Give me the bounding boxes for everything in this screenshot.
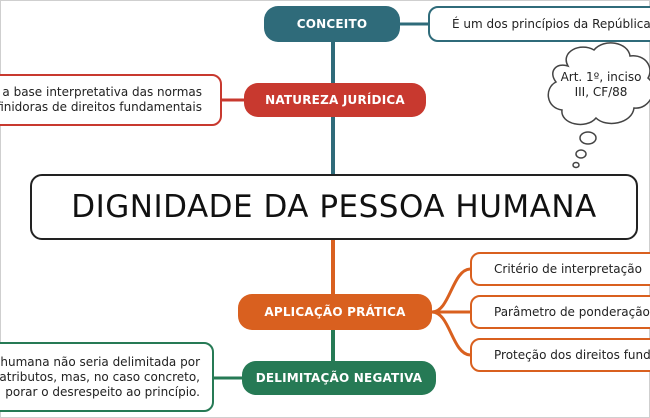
natureza-note-line-2: finidoras de direitos fundamentais <box>0 100 202 114</box>
aplicacao-label: APLICAÇÃO PRÁTICA <box>264 305 406 319</box>
cloud-text: Art. 1º, inciso III, CF/88 <box>558 70 644 100</box>
link-aplicacao-item-1 <box>431 267 471 314</box>
delimitacao-label: DELIMITAÇÃO NEGATIVA <box>255 371 423 385</box>
cloud-line-2: III, CF/88 <box>574 85 628 99</box>
link-aplicacao-item-3 <box>431 310 471 357</box>
delimitacao-node[interactable]: DELIMITAÇÃO NEGATIVA <box>242 361 436 395</box>
delimitacao-note-line-3: porar o desrespeito ao princípio. <box>5 384 200 399</box>
cloud-line-1: Art. 1º, inciso <box>560 70 642 84</box>
aplicacao-item-2-text: Parâmetro de ponderação <box>494 304 650 319</box>
delimitacao-note-line-2: eu atributos, mas, no caso concreto, <box>0 369 200 384</box>
aplicacao-item-3: Proteção dos direitos fund <box>470 338 650 372</box>
natureza-note: a base interpretativa das normas finidor… <box>0 74 222 126</box>
aplicacao-item-1-text: Critério de interpretação <box>494 261 642 276</box>
aplicacao-item-1: Critério de interpretação <box>470 252 650 286</box>
aplicacao-node[interactable]: APLICAÇÃO PRÁTICA <box>238 294 432 330</box>
central-topic[interactable]: DIGNIDADE DA PESSOA HUMANA <box>30 174 638 240</box>
delimitacao-note-line-1: a humana não seria delimitada por <box>0 354 200 369</box>
conceito-node[interactable]: CONCEITO <box>264 6 400 42</box>
conceito-note-text: É um dos princípios da República <box>452 16 650 31</box>
conceito-label: CONCEITO <box>296 17 368 31</box>
aplicacao-item-3-text: Proteção dos direitos fund <box>494 347 650 362</box>
central-topic-label: DIGNIDADE DA PESSOA HUMANA <box>71 189 597 225</box>
thought-cloud <box>547 42 650 169</box>
natureza-note-line-1: a base interpretativa das normas <box>2 85 202 99</box>
natureza-label: NATUREZA JURÍDICA <box>265 93 405 107</box>
natureza-node[interactable]: NATUREZA JURÍDICA <box>244 83 426 117</box>
aplicacao-item-2: Parâmetro de ponderação <box>470 295 650 329</box>
conceito-note: É um dos princípios da República <box>428 6 650 42</box>
delimitacao-note: a humana não seria delimitada por eu atr… <box>0 342 214 412</box>
